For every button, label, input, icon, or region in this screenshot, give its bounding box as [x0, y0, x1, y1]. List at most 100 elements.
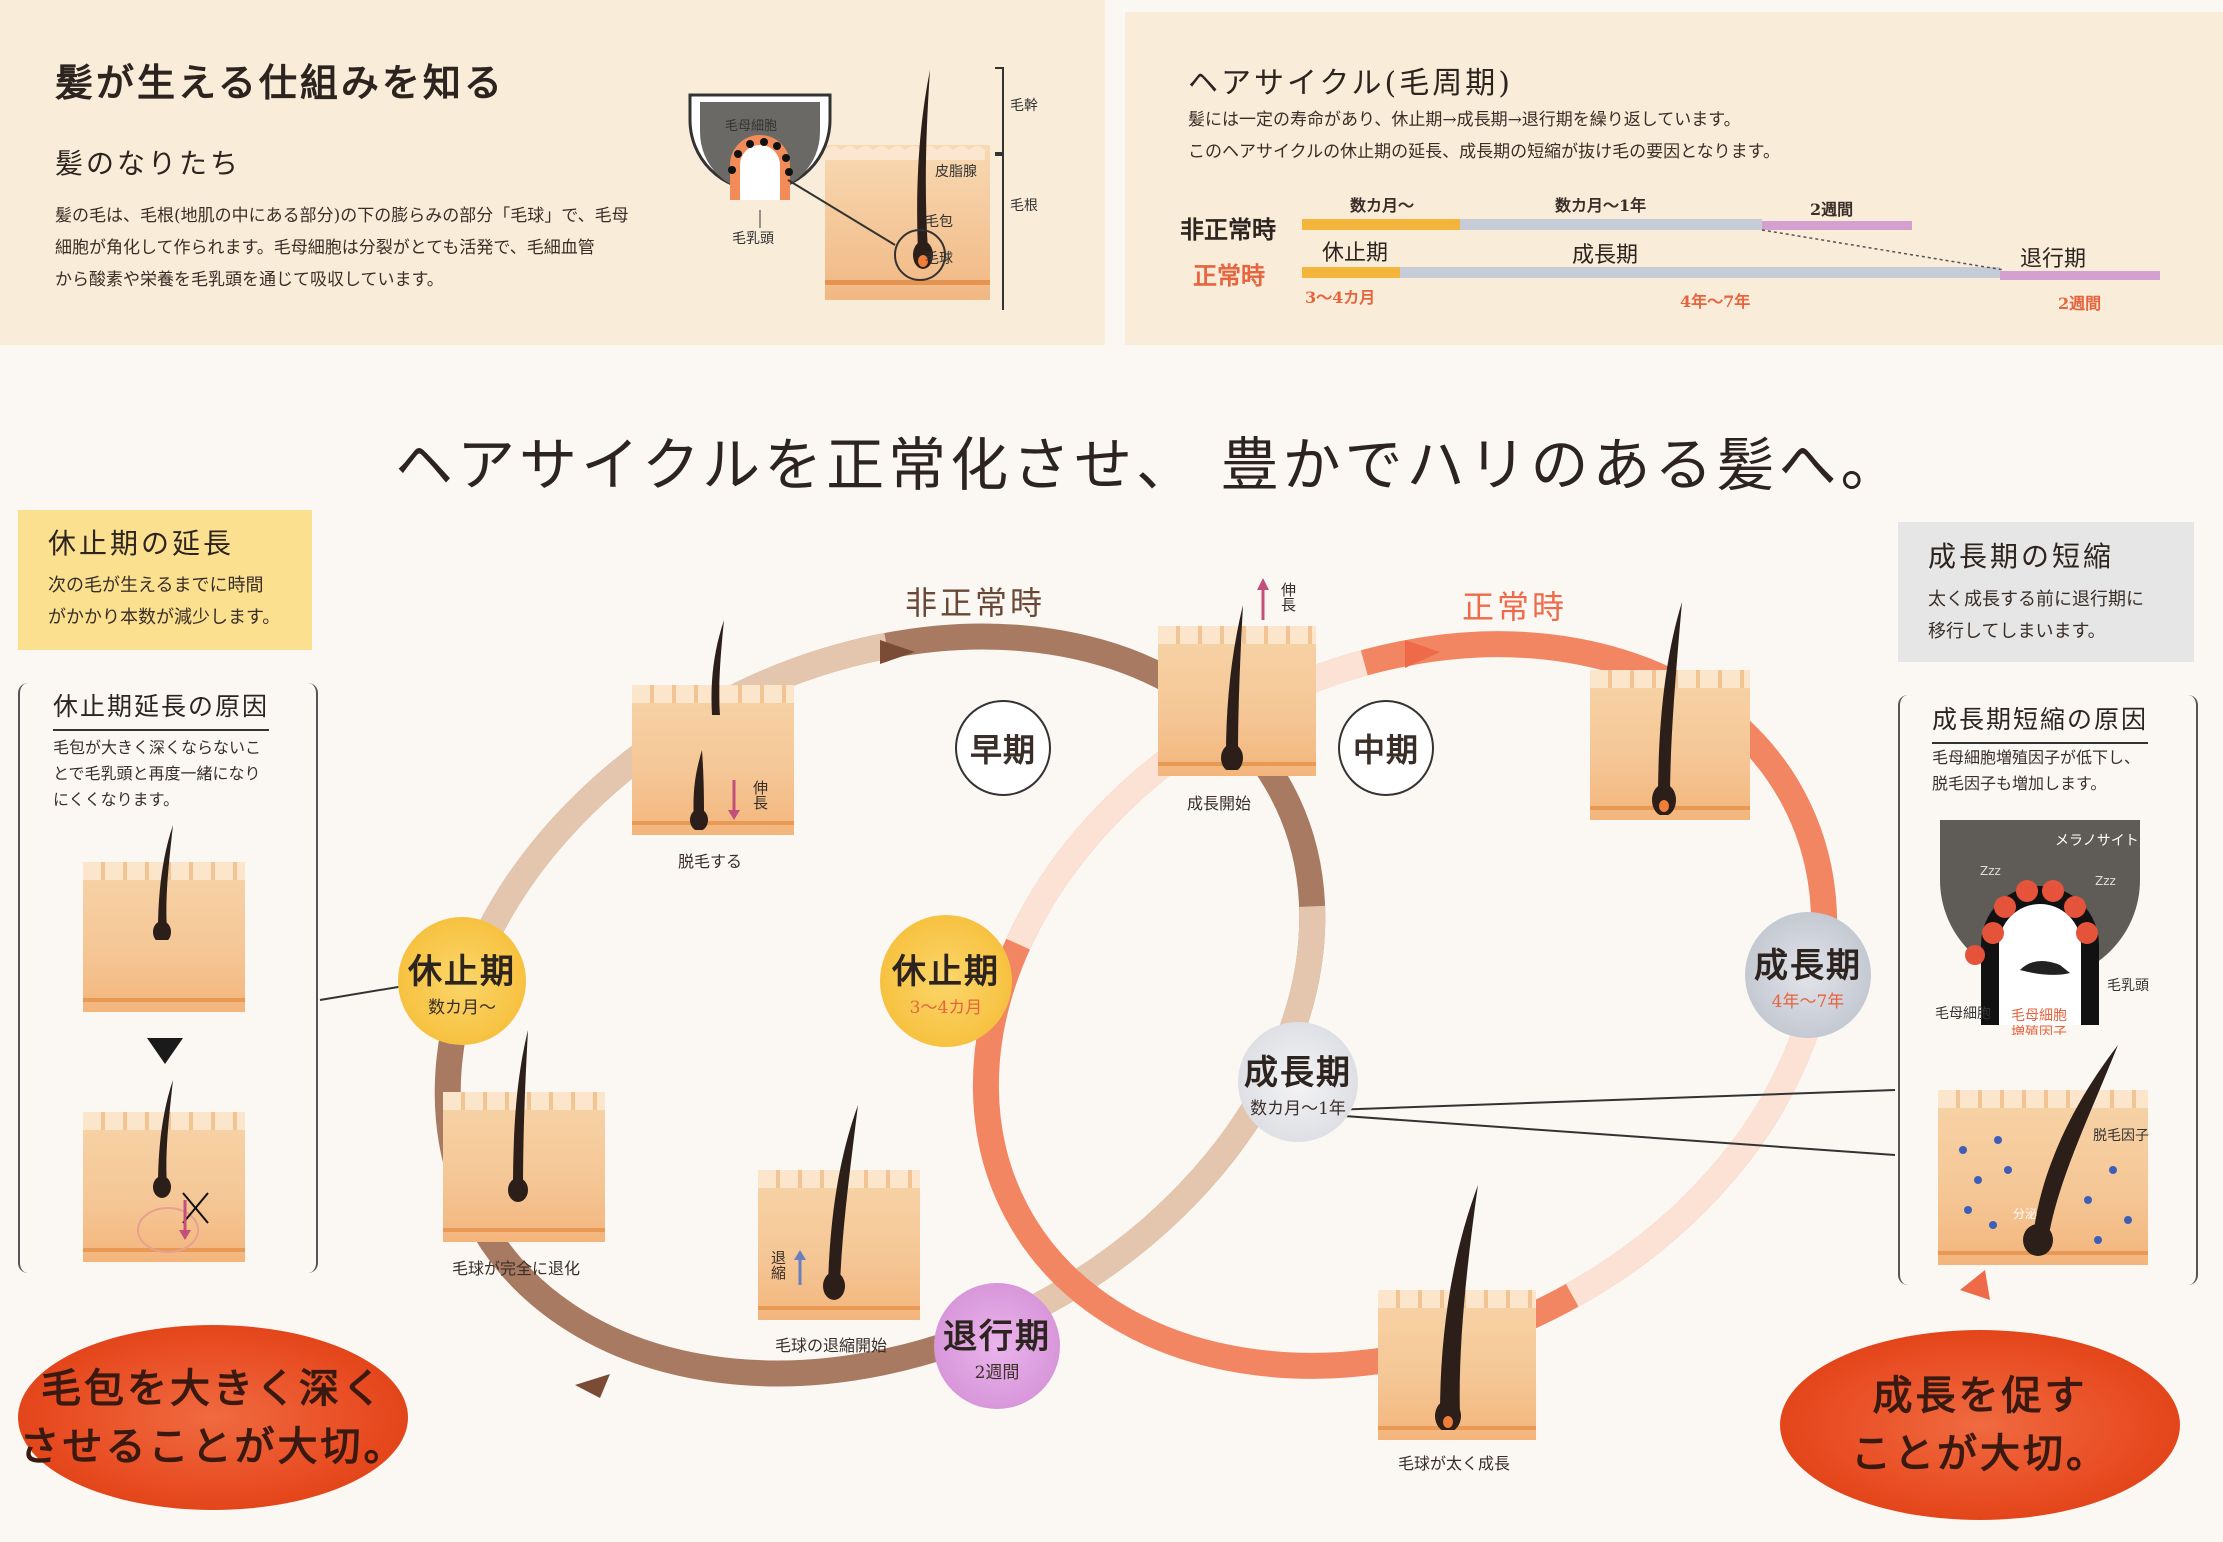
caption-extend-1: 伸長 — [751, 780, 769, 810]
left-cause-line-1: 毛包が大きく深くならないこ — [53, 738, 262, 757]
factor-dots — [1959, 1136, 2132, 1244]
cycle-abnormal-label: 非正常時 — [905, 584, 1046, 622]
right-connector — [1329, 1089, 1896, 1111]
left-cause-line-3: にくくなります。 — [53, 790, 180, 809]
abnormal-duration-catagen: 2週間 — [1810, 200, 1854, 219]
rest-ext-line-1: 次の毛が生えるまでに時間 — [48, 575, 264, 596]
rest-normal-sub: 3〜4カ月 — [909, 998, 983, 1018]
rest-extension-box — [18, 510, 312, 650]
normal-rest-bar — [1302, 267, 1400, 278]
growth-abnormal-title: 成長期 — [1244, 1053, 1352, 1093]
left-hair-1-icon — [153, 825, 173, 940]
abnormal-rest-bar — [1302, 219, 1460, 230]
growth-shortening-title: 成長期の短縮 — [1928, 540, 2115, 573]
follicle-cell-illustration: zzZ Zzz Zzz メラノサイト 毛乳頭 毛母細胞 毛母細胞 増殖因子 — [1935, 820, 2149, 1035]
hair-shaft — [917, 70, 930, 250]
skin-base-line — [825, 280, 990, 285]
label-matrix-right: 毛母細胞 — [1935, 1006, 1991, 1022]
normal-duration-catagen: 2週間 — [2058, 294, 2102, 313]
left-connector — [319, 984, 411, 1001]
hair-cycle-title: ヘアサイクル(毛周期) — [1188, 66, 1513, 101]
left-key-line-1: 毛包を大きく深く — [41, 1364, 385, 1412]
normal-label: 正常時 — [1193, 261, 1265, 290]
shaft-bracket — [995, 67, 1004, 154]
rest-phase-normal: 休止期 3〜4カ月 — [880, 915, 1012, 1047]
headline: ヘアサイクルを正常化させ、 豊かでハリのある髪へ。 — [395, 431, 1903, 499]
hair-anatomy-illustration: 毛母細胞 毛乳頭 皮脂腺 毛包 毛球 毛幹 毛根 — [688, 67, 1038, 310]
rest-abnormal-sub: 数カ月〜 — [428, 998, 496, 1018]
root-bracket — [995, 154, 1004, 310]
hair-thick-growth-icon — [1435, 1185, 1478, 1430]
label-hair-loss-factor: 脱毛因子 — [2093, 1128, 2149, 1144]
rest-extension-title: 休止期の延長 — [48, 527, 235, 560]
zoom-connector — [787, 179, 896, 246]
abnormal-arrow-2 — [575, 1374, 610, 1398]
catagen-title: 退行期 — [943, 1317, 1051, 1357]
papilla — [918, 255, 928, 267]
cycle-line-1: 髪には一定の寿命があり、休止期→成長期→退行期を繰り返しています。 — [1188, 110, 1741, 130]
label-growth-factor-2: 増殖因子 — [2011, 1024, 2067, 1035]
sleeping-cells — [1965, 880, 2098, 965]
growth-short-line-2: 移行してしまいます。 — [1928, 621, 2106, 642]
label-bulb: 毛球 — [925, 251, 953, 267]
right-cause-panel — [1898, 695, 2198, 1285]
cycle-line-2: このヘアサイクルの休止期の延長、成長期の短縮が抜け毛の要因となります。 — [1188, 142, 1780, 162]
caption-extend-2: 伸長 — [1279, 582, 1297, 612]
intro-line-1: 髪の毛は、毛根(地肌の中にある部分)の下の膨らみの部分「毛球」で、毛母 — [55, 206, 629, 226]
intro-line-3: から酸素や栄養を毛乳頭を通じて吸収しています。 — [55, 270, 444, 290]
left-key-message: 毛包を大きく深く させることが大切。 — [18, 1325, 408, 1510]
left-cause-text: 毛包が大きく深くならないこ とで毛乳頭と再度一緒になり にくくなります。 — [53, 735, 261, 813]
catagen-sub: 2週間 — [974, 1363, 1020, 1383]
right-cause-line-2: 脱毛因子も増加します。 — [1932, 774, 2107, 793]
caption-thick-growth: 毛球が太く成長 — [1398, 1454, 1511, 1473]
growth-phase-normal: 成長期 4年〜7年 — [1745, 912, 1871, 1038]
left-hair-2-icon — [137, 1080, 209, 1253]
abnormal-arrow-1 — [880, 640, 915, 664]
label-growth-factor-1: 毛母細胞 — [2011, 1008, 2067, 1024]
label-melanocyte: メラノサイト — [2055, 833, 2139, 849]
abnormal-catagen-bar — [1762, 221, 1912, 230]
normal-arrow-1 — [1405, 640, 1440, 668]
rest-abnormal-title: 休止期 — [408, 952, 516, 992]
abnormal-duration-growth: 数カ月〜1年 — [1555, 196, 1647, 215]
down-arrow-icon — [147, 1038, 183, 1064]
zoom-circle — [894, 229, 946, 281]
matrix-cells — [728, 138, 793, 176]
sleep-zzz: zzZ — [2043, 938, 2067, 954]
phase-catagen-label: 退行期 — [2020, 247, 2087, 272]
rest-normal-title: 休止期 — [892, 952, 1000, 992]
subtitle: 髪のなりたち — [55, 147, 242, 180]
rest-phase-abnormal: 休止期 数カ月〜 — [398, 917, 526, 1045]
right-connector-2 — [1329, 1114, 1896, 1156]
normal-duration-rest: 3〜4カ月 — [1305, 288, 1376, 307]
caption-shed: 脱毛する — [678, 852, 743, 871]
intro-line-2: 細胞が角化して作られます。毛母細胞は分裂がとても活発で、毛細血管 — [55, 238, 595, 258]
hair-growth-mid-icon — [1652, 602, 1682, 815]
growth-phase-abnormal: 成長期 数カ月〜1年 — [1238, 1022, 1358, 1142]
sleeping-figure-icon — [2020, 961, 2070, 975]
growth-short-line-1: 太く成長する前に退行期に — [1928, 589, 2144, 610]
stage-early: 早期 — [955, 700, 1051, 796]
growth-shortening-box — [1898, 522, 2194, 662]
label-follicle: 毛包 — [925, 214, 953, 230]
label-dermal-papilla: 毛乳頭 — [732, 231, 774, 247]
stage-middle: 中期 — [1338, 700, 1434, 796]
abnormal-growth-bar — [1460, 219, 1762, 230]
intro-text: 髪の毛は、毛根(地肌の中にある部分)の下の膨らみの部分「毛球」で、毛母 細胞が角… — [55, 200, 655, 296]
growth-normal-sub: 4年〜7年 — [1771, 992, 1845, 1012]
phase-rest-label: 休止期 — [1322, 241, 1389, 266]
zzz-2: Zzz — [2095, 874, 2116, 888]
caption-growth-start: 成長開始 — [1187, 794, 1252, 813]
caption-regress-start: 毛球の退縮開始 — [775, 1336, 888, 1355]
zzz-1: Zzz — [1980, 864, 2001, 878]
normal-arrow-2 — [1960, 1270, 1990, 1300]
cycle-normal-label: 正常時 — [1462, 588, 1568, 626]
label-sebaceous-gland: 皮脂腺 — [935, 164, 977, 180]
label-hair-matrix-cell: 毛母細胞 — [725, 119, 777, 134]
rest-extension-text: 次の毛が生えるまでに時間 がかかり本数が減少します。 — [48, 570, 280, 634]
abnormal-label: 非正常時 — [1180, 215, 1276, 244]
right-cause-line-1: 毛母細胞増殖因子が低下し、 — [1932, 748, 2141, 767]
label-papilla-right: 毛乳頭 — [2107, 978, 2149, 994]
growth-abnormal-sub: 数カ月〜1年 — [1250, 1099, 1346, 1119]
